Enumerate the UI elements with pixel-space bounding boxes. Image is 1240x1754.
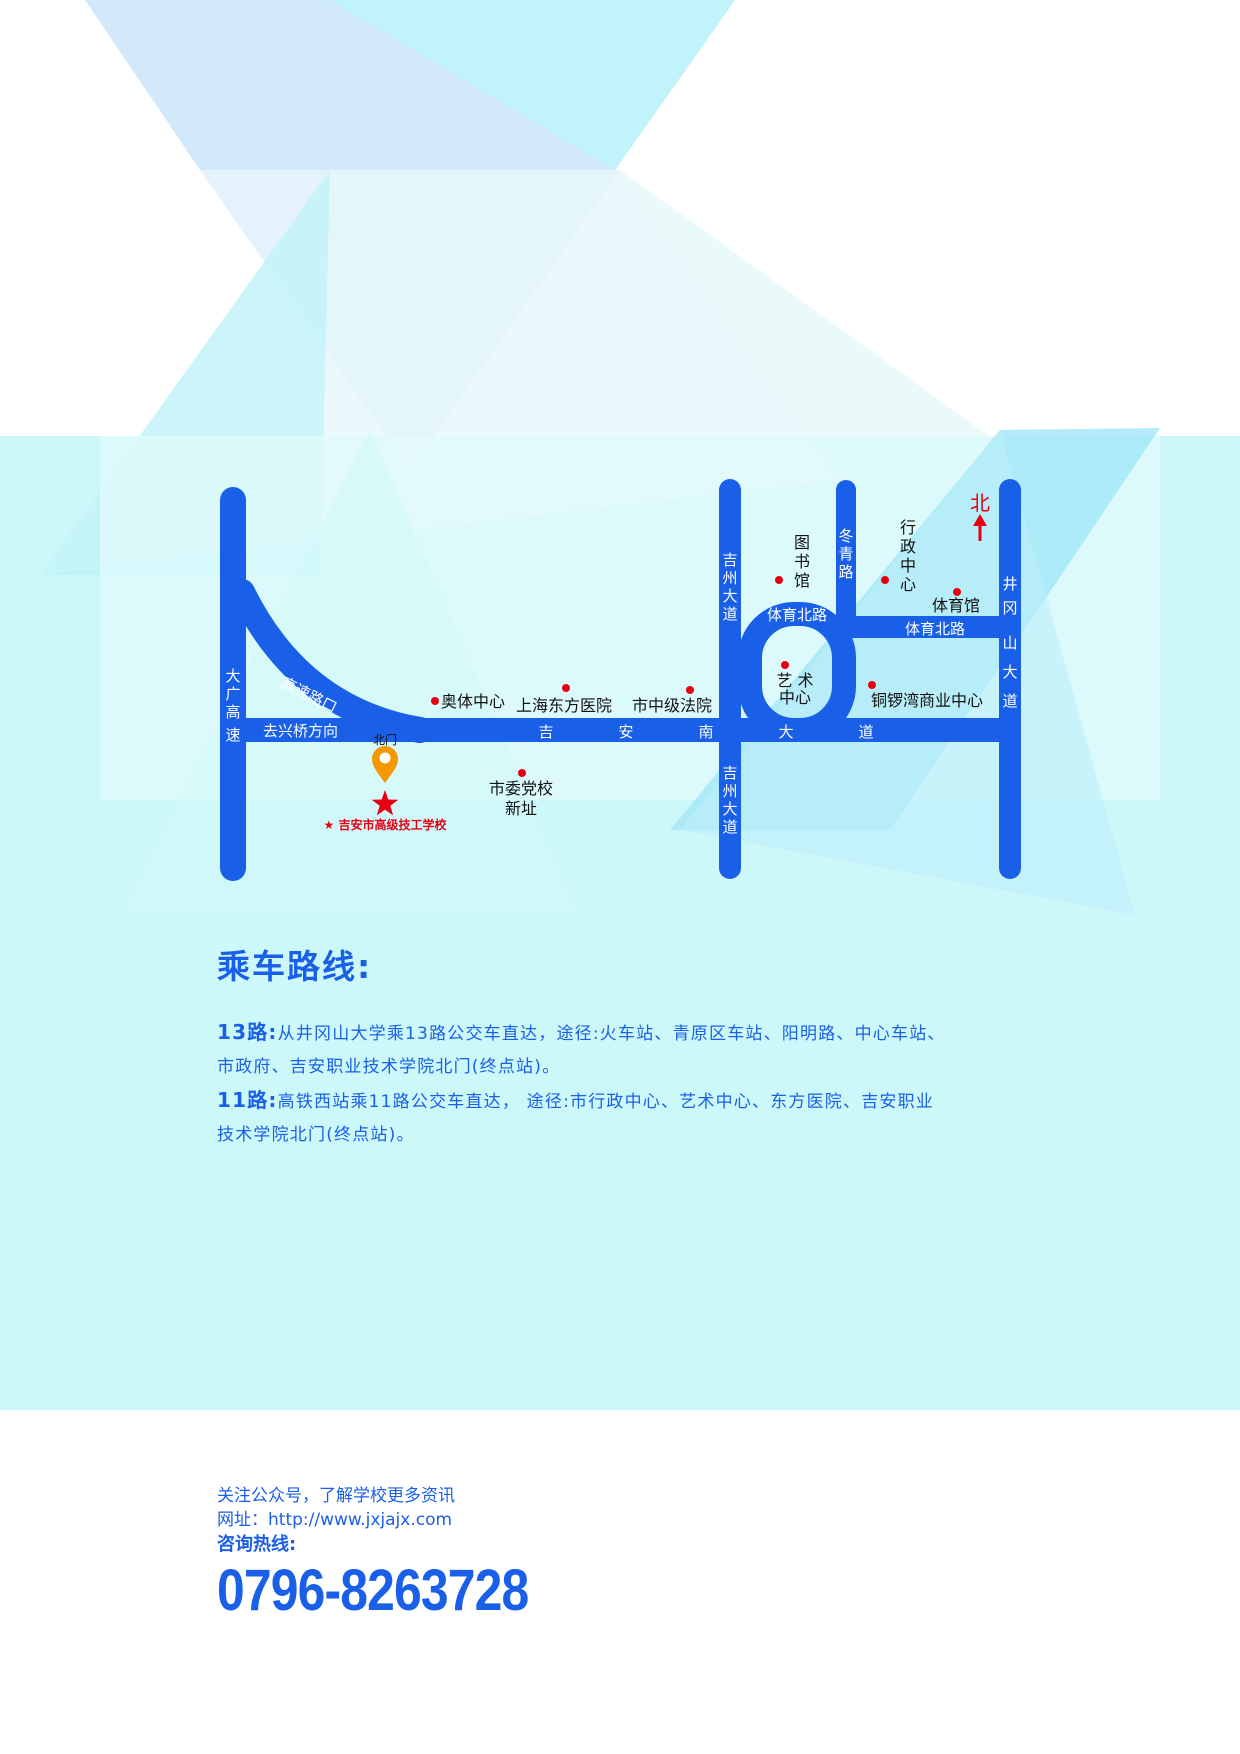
poi-dot-library (775, 576, 783, 584)
road-label-dagang-1: 大 (225, 667, 240, 685)
route-11-name: 11路: (217, 1088, 278, 1112)
poi-label-admin-3: 中 (900, 556, 916, 575)
poi-dot-tongluowan (868, 681, 876, 689)
route-13-line-2: 市政府、吉安职业技术学院北门(终点站)。 (217, 1057, 561, 1077)
poi-label-tongluowan: 铜锣湾商业中心 (871, 691, 983, 710)
background-triangle (620, 170, 1050, 480)
road-label-dagang-2: 广 (225, 685, 240, 703)
north-gate-label: 北门 (373, 732, 397, 747)
road-label-jizhou-top-3: 大 (722, 587, 737, 605)
poi-dot-aoti (431, 697, 439, 705)
poi-label-admin-1: 行 (900, 518, 916, 537)
road-label-jinggangshan-4: 大 (1002, 663, 1017, 681)
school-location: 北门 ★ 吉安市高级技工学校 (324, 732, 448, 832)
poi-label-library-2: 书 (794, 552, 810, 571)
road-label-jizhou-bottom-3: 大 (722, 800, 737, 818)
road-label-jianan-3: 南 (698, 723, 713, 741)
hotline-number[interactable]: 0796-8263728 (217, 1558, 529, 1623)
location-pin-icon (372, 746, 398, 783)
poi-label-party-school-2: 新址 (505, 799, 537, 818)
road-label-quxingqiao: 去兴桥方向 (263, 722, 338, 740)
road-art-center-ring (738, 602, 856, 742)
poi-markers (431, 576, 961, 777)
poi-dot-court (686, 686, 694, 694)
poi-label-gym: 体育馆 (932, 596, 980, 615)
road-label-dongqing-1: 冬 (838, 527, 853, 545)
contact-footer: 关注公众号，了解学校更多资讯 网址：http://www.jxjajx.com … (217, 1484, 1017, 1624)
road-label-jinggangshan-1: 井 (1002, 575, 1017, 593)
road-label-dagang-3: 高 (225, 703, 240, 721)
road-label-tiyu-north-1: 体育北路 (767, 606, 827, 624)
road-highway-ramp (229, 579, 433, 743)
poi-label-hospital: 上海东方医院 (516, 696, 612, 715)
background-triangle (680, 430, 1135, 915)
poi-dot-hospital (562, 684, 570, 692)
road-label-jizhou-top-4: 道 (722, 605, 737, 623)
road-label-jianan-4: 大 (778, 723, 793, 741)
road-label-dongqing-3: 路 (838, 563, 853, 581)
road-label-jianan-5: 道 (858, 723, 873, 741)
road-label-jizhou-bottom-1: 吉 (722, 764, 737, 782)
hotline-label: 咨询热线: (217, 1534, 297, 1555)
poi-dot-gym (953, 588, 961, 596)
poi-dot-party-school (518, 769, 526, 777)
road-label-jizhou-top-2: 州 (722, 569, 737, 587)
route-11-line-2: 技术学院北门(终点站)。 (217, 1125, 415, 1145)
north-indicator: 北 (970, 491, 990, 541)
poi-label-library-1: 图 (794, 533, 810, 552)
road-label-jinggangshan-3: 山 (1002, 634, 1017, 652)
road-label-jizhou-top-1: 吉 (722, 551, 737, 569)
poi-label-court: 市中级法院 (632, 696, 712, 715)
poi-label-aoti: 奥体中心 (441, 692, 505, 711)
route-11-text-1: 高铁西站乘11路公交车直达， 途径:市行政中心、艺术中心、东方医院、吉安职业 (277, 1092, 935, 1112)
follow-account-text: 关注公众号，了解学校更多资讯 (217, 1486, 455, 1506)
road-label-jizhou-bottom-2: 州 (722, 782, 737, 800)
road-label-jianan-2: 安 (618, 723, 633, 741)
route-11-line-1: 11路:高铁西站乘11路公交车直达， 途径:市行政中心、艺术中心、东方医院、吉安… (217, 1084, 1077, 1119)
route-13-line-1: 13路:从井冈山大学乘13路公交车直达，途径:火车站、青原区车站、阳明路、中心车… (217, 1016, 1077, 1051)
poi-dot-art (781, 661, 789, 669)
route-13-text-1: 从井冈山大学乘13路公交车直达，途径:火车站、青原区车站、阳明路、中心车站、 (277, 1024, 946, 1044)
road-label-jinggangshan-2: 冈 (1002, 599, 1017, 617)
website-link[interactable]: 网址：http://www.jxjajx.com (217, 1510, 453, 1530)
road-label-dongqing-2: 青 (838, 545, 853, 563)
road-label-jizhou-bottom-4: 道 (722, 818, 737, 836)
poi-label-party-school-1: 市委党校 (489, 779, 553, 798)
road-label-jianan-1: 吉 (538, 723, 553, 741)
route-13-name: 13路: (217, 1020, 278, 1044)
poi-label-admin-2: 政 (900, 537, 916, 556)
routes-title: 乘车路线: (217, 947, 373, 986)
bus-routes-section: 乘车路线: 13路:从井冈山大学乘13路公交车直达，途径:火车站、青原区车站、阳… (217, 940, 1077, 1152)
school-label: ★ 吉安市高级技工学校 (324, 817, 448, 832)
road-label-tiyu-north-2: 体育北路 (905, 620, 965, 638)
poi-dot-admin (881, 576, 889, 584)
poi-label-art-1: 艺 术 (776, 671, 813, 690)
poi-label-library-3: 馆 (794, 571, 810, 590)
poi-label-art-2: 中心 (779, 688, 811, 707)
north-arrow-icon (973, 514, 987, 541)
road-label-jinggangshan-5: 道 (1002, 692, 1017, 710)
road-label-dagang-4: 速 (225, 726, 240, 744)
poi-labels: 奥体中心 上海东方医院 市中级法院 图 书 馆 行 政 中 心 体育馆 艺 术 … (441, 518, 983, 818)
roads (220, 479, 1021, 881)
school-star-icon (371, 790, 399, 816)
north-label: 北 (970, 491, 990, 515)
poi-label-admin-4: 心 (900, 575, 916, 594)
road-labels: 大 广 高 速 高速路口 去兴桥方向 吉 安 南 大 道 吉 州 大 道 吉 州… (225, 527, 1017, 836)
background-triangle (330, 0, 735, 170)
